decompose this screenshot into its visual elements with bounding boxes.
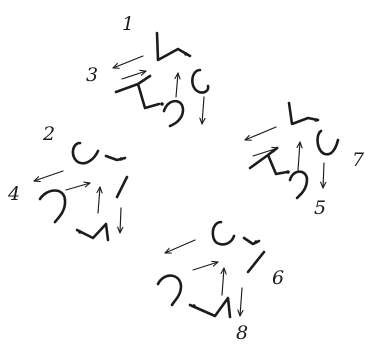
arrow-down (120, 207, 121, 233)
piece-c-hook (316, 129, 340, 156)
number-label-6: 6 (272, 267, 284, 289)
joint-dot (119, 157, 123, 161)
arrow-right (65, 183, 90, 191)
piece-s-curve (38, 189, 67, 224)
arrow-up (222, 268, 224, 296)
number-label-1: 1 (122, 13, 134, 35)
arrow-left (113, 55, 144, 68)
arrow-down (323, 162, 324, 188)
number-label-5: 5 (314, 197, 326, 219)
piece-c-hook (71, 141, 100, 165)
number-label-3: 3 (86, 64, 98, 86)
arrow-down (202, 96, 204, 124)
arrow-up (176, 73, 178, 98)
number-label-4: 4 (7, 183, 20, 205)
figure-group-2 (34, 141, 129, 242)
number-label-8: 8 (236, 322, 248, 344)
number-label-2: 2 (42, 123, 55, 145)
piece-right-hook (188, 296, 232, 319)
joint-dot (78, 230, 82, 234)
piece-l-bracket (104, 154, 129, 199)
piece-l-bracket (155, 31, 192, 62)
joint-dot (314, 118, 318, 122)
piece-left-hook (114, 74, 161, 110)
arrow-down (240, 287, 242, 316)
piece-s-curve (156, 274, 183, 307)
joint-dot (254, 240, 258, 244)
arrow-up (298, 142, 300, 171)
piece-right-hook (75, 222, 110, 242)
joint-dot (184, 52, 188, 56)
figure-group-4 (156, 220, 266, 319)
joint-dot (286, 170, 290, 174)
arrow-right (252, 148, 278, 157)
number-label-7: 7 (352, 149, 365, 171)
arrow-left (165, 239, 196, 253)
piece-left-hook (248, 146, 289, 176)
arrow-right (192, 262, 218, 271)
figure-group-1 (113, 31, 210, 128)
figure-group-3 (245, 101, 340, 200)
arrow-up (98, 187, 100, 214)
piece-c-hook (191, 68, 210, 94)
piece-s-curve (162, 99, 185, 128)
arrow-left (245, 126, 277, 140)
arrow-left (34, 170, 64, 181)
piece-s-curve (288, 170, 309, 200)
arrow-right (121, 71, 146, 80)
joint-dot (160, 102, 164, 106)
piece-c-hook (211, 220, 236, 246)
piece-l-bracket (287, 101, 320, 126)
joint-dot (192, 304, 196, 308)
piece-l-bracket (242, 236, 266, 274)
